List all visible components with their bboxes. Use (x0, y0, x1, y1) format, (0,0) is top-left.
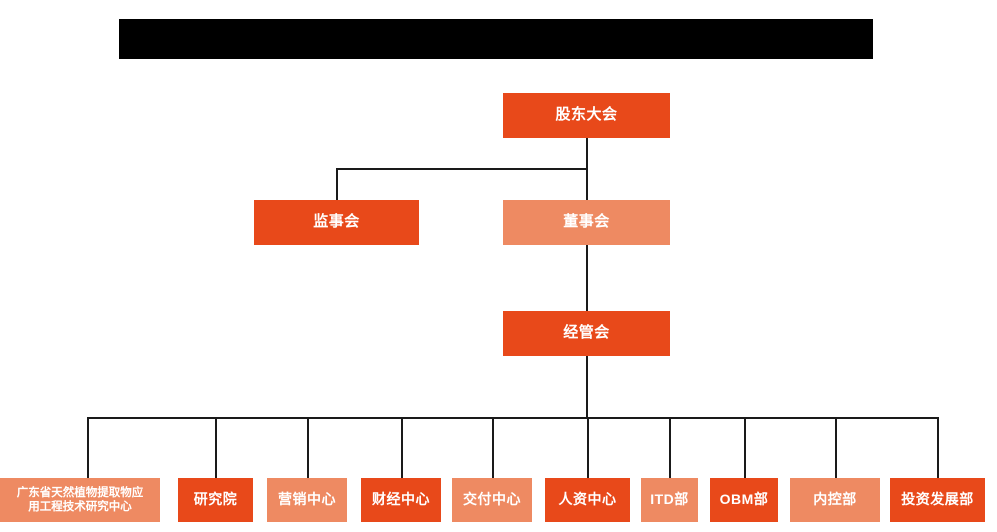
connector-c-supervisors-down (336, 168, 338, 200)
org-node-label: 研究院 (193, 491, 238, 508)
connector-c-level4-bus (87, 417, 938, 419)
org-node-label: 人资中心 (558, 491, 617, 508)
org-node-label: 广东省天然植物提取物应用工程技术研究中心 (16, 486, 144, 513)
connector-drop-marketing-center (307, 417, 309, 478)
connector-drop-gd-natural-plant-extract-center (87, 417, 89, 478)
connector-drop-delivery-center (492, 417, 494, 478)
redacted-title-bar (119, 19, 873, 59)
connector-drop-hr-center (587, 417, 589, 478)
connector-c-level2-bus (336, 168, 587, 170)
org-node-label: 经管会 (563, 324, 610, 342)
connector-c-directors-to-mgmt (586, 245, 588, 311)
org-node-label: 财经中心 (372, 491, 430, 508)
org-node-itd-department[interactable]: ITD部 (641, 478, 698, 522)
connector-drop-research-institute (215, 417, 217, 478)
org-node-finance-center[interactable]: 财经中心 (361, 478, 441, 522)
org-node-label: 内控部 (813, 491, 857, 508)
connector-drop-internal-control-department (835, 417, 837, 478)
org-node-label: 投资发展部 (901, 491, 974, 508)
org-node-label: 营销中心 (278, 491, 336, 508)
org-node-label: 交付中心 (463, 491, 521, 508)
org-node-investment-development-department[interactable]: 投资发展部 (890, 478, 985, 522)
org-node-research-institute[interactable]: 研究院 (178, 478, 253, 522)
connector-drop-obm-department (744, 417, 746, 478)
org-node-label: OBM部 (719, 491, 769, 508)
connector-drop-finance-center (401, 417, 403, 478)
org-node-board-of-supervisors[interactable]: 监事会 (254, 200, 419, 245)
org-node-board-of-directors[interactable]: 董事会 (503, 200, 670, 245)
org-node-obm-department[interactable]: OBM部 (710, 478, 778, 522)
org-node-marketing-center[interactable]: 营销中心 (267, 478, 347, 522)
org-node-shareholders-meeting[interactable]: 股东大会 (503, 93, 670, 138)
connector-drop-itd-department (669, 417, 671, 478)
org-node-label: 监事会 (313, 213, 360, 231)
org-node-management-committee[interactable]: 经管会 (503, 311, 670, 356)
connector-c-mgmt-down (586, 356, 588, 417)
org-node-label: ITD部 (650, 491, 689, 508)
org-node-label: 董事会 (563, 213, 610, 231)
connector-drop-investment-development-department (937, 417, 939, 478)
org-node-gd-natural-plant-extract-center[interactable]: 广东省天然植物提取物应用工程技术研究中心 (0, 478, 160, 522)
org-node-hr-center[interactable]: 人资中心 (545, 478, 630, 522)
connector-c-directors-down (586, 168, 588, 200)
org-node-label: 股东大会 (555, 106, 618, 124)
org-node-delivery-center[interactable]: 交付中心 (452, 478, 532, 522)
connector-c-shareholders-down (586, 138, 588, 169)
org-node-internal-control-department[interactable]: 内控部 (790, 478, 880, 522)
